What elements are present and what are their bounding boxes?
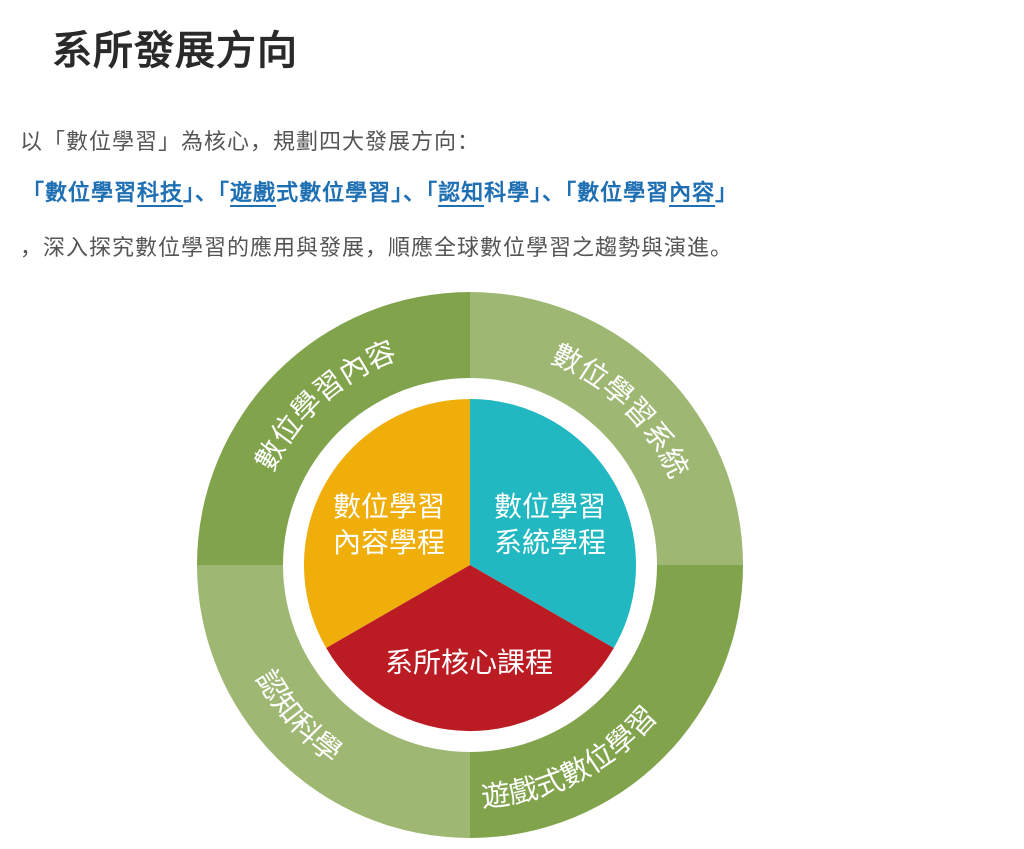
directions-segment: 科學」、「數位學習: [484, 181, 670, 206]
directions-segment: 」、「: [183, 181, 231, 206]
directions-segment: 「數位學習: [22, 181, 138, 206]
directions-link[interactable]: 認知: [438, 181, 485, 206]
intro-text: 以「數位學習」為核心，規劃四大發展方向：: [20, 130, 481, 155]
pie-slice-content: [303, 399, 470, 648]
page-title: 系所發展方向: [52, 28, 298, 74]
pie-slice-core: [326, 565, 614, 732]
pie-slice-system: [470, 399, 637, 648]
content-program-line1: 數位學習: [333, 490, 445, 523]
directions-segment: 」: [715, 181, 739, 206]
core-curriculum-label: 系所核心課程: [385, 646, 553, 679]
content-program-line2: 內容學程: [333, 526, 445, 559]
system-program-line1: 數位學習: [494, 490, 606, 523]
directions-segment: 式數位學習」、「: [276, 181, 439, 206]
closing-text: ，深入探究數位學習的應用與發展，順應全球數位學習之趨勢與演進。: [20, 236, 734, 261]
directions-line: 「數位學習科技」、「遊戲式數位學習」、「認知科學」、「數位學習內容」: [22, 175, 738, 207]
directions-link[interactable]: 科技: [137, 181, 184, 206]
directions-link[interactable]: 遊戲: [230, 181, 277, 206]
directions-link[interactable]: 內容: [669, 181, 716, 206]
system-program-line2: 系統學程: [494, 526, 606, 559]
